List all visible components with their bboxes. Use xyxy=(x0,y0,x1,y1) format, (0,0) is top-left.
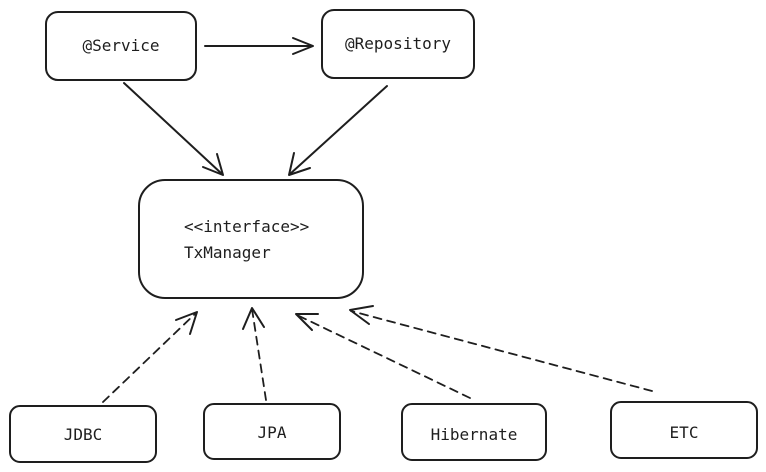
node-jpa[interactable]: JPA xyxy=(203,403,341,460)
node-etc-label: ETC xyxy=(670,423,699,442)
edge-service-to-repository xyxy=(204,37,314,55)
node-txmanager[interactable]: <<interface>> TxManager xyxy=(138,179,364,299)
edge-etc-to-txmanager xyxy=(349,305,653,392)
node-etc[interactable]: ETC xyxy=(610,401,758,459)
node-jpa-label: JPA xyxy=(258,423,287,442)
edge-hibernate-to-txmanager xyxy=(295,313,471,399)
node-txmanager-stereotype: <<interface>> xyxy=(184,217,309,236)
node-jdbc[interactable]: JDBC xyxy=(9,405,157,463)
edge-jdbc-to-txmanager xyxy=(102,311,198,403)
edge-repository-to-txmanager xyxy=(288,85,388,176)
node-service-label: @Service xyxy=(82,36,159,55)
node-repository[interactable]: @Repository xyxy=(321,9,475,79)
edge-jpa-to-txmanager xyxy=(242,307,267,401)
node-service[interactable]: @Service xyxy=(45,11,197,81)
node-repository-label: @Repository xyxy=(345,34,451,53)
node-jdbc-label: JDBC xyxy=(64,425,103,444)
edge-service-to-txmanager xyxy=(123,82,224,176)
node-txmanager-name: TxManager xyxy=(184,243,271,262)
node-hibernate[interactable]: Hibernate xyxy=(401,403,547,461)
node-hibernate-label: Hibernate xyxy=(431,425,518,444)
